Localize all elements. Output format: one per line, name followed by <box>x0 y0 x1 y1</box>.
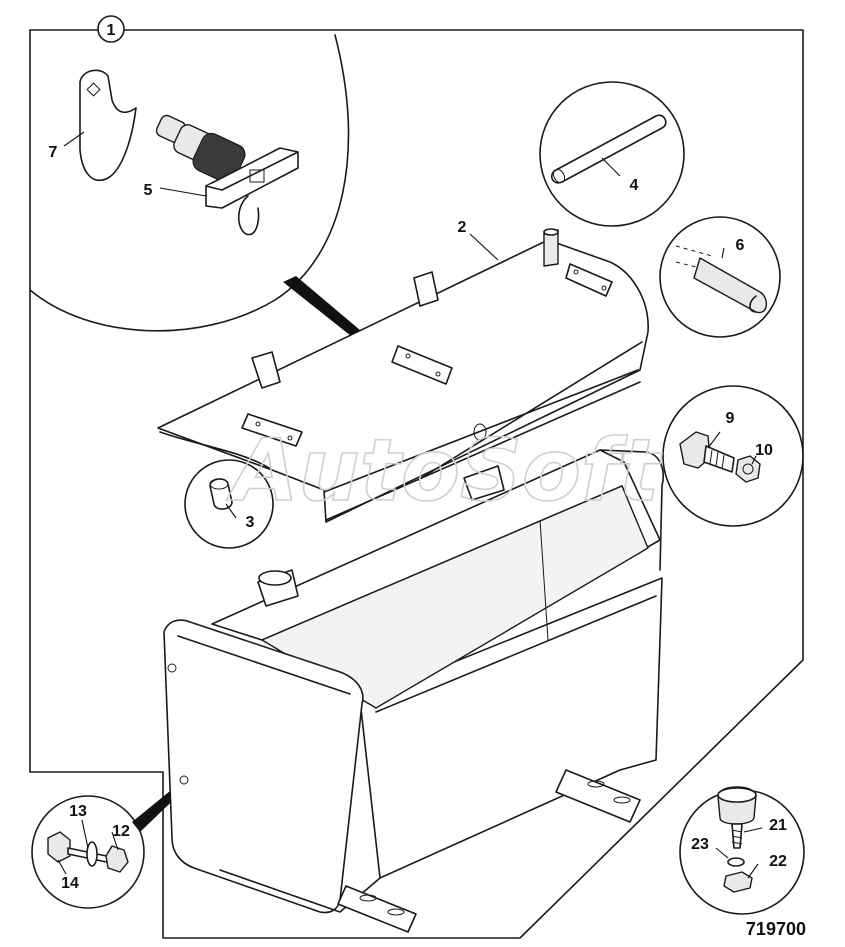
washer-part <box>86 841 98 867</box>
lid-part <box>157 228 649 523</box>
hook-part <box>79 69 137 181</box>
callout-5: 5 <box>144 182 153 199</box>
callout-12: 12 <box>112 823 130 840</box>
callout-6: 6 <box>736 237 745 254</box>
buffer-washer-part <box>727 857 745 867</box>
callout-3: 3 <box>246 514 255 531</box>
group-frame <box>29 29 804 939</box>
callout-14: 14 <box>61 875 79 892</box>
buffer-bubble <box>679 786 805 915</box>
callout-21: 21 <box>769 817 787 834</box>
watermark: AutoSoft <box>226 421 662 521</box>
callout-23: 23 <box>691 836 709 853</box>
seal-bubble <box>659 216 781 338</box>
cap-nut-part <box>47 831 71 863</box>
nut-part <box>735 455 761 483</box>
lock-part <box>155 114 299 236</box>
callout-9: 9 <box>726 410 735 427</box>
fixing-bubble <box>31 778 190 909</box>
rod-bubble <box>539 81 685 227</box>
callout-10: 10 <box>755 442 773 459</box>
callout-4: 4 <box>630 177 639 194</box>
rod-part <box>550 114 667 184</box>
buffer-nut-part <box>723 871 753 893</box>
callout-13: 13 <box>69 803 87 820</box>
callout-7: 7 <box>49 144 58 161</box>
bolt-bubble <box>662 385 804 527</box>
bush-bubble <box>184 459 274 549</box>
group-marker-label: 1 <box>107 22 116 39</box>
leader-lines <box>57 131 763 879</box>
serrated-nut-part <box>105 845 129 873</box>
callout-2: 2 <box>458 219 467 236</box>
box-body <box>163 449 664 933</box>
reference-number: 719700 <box>746 919 806 939</box>
group-marker: 1 <box>97 15 125 43</box>
callout-22: 22 <box>769 853 787 870</box>
